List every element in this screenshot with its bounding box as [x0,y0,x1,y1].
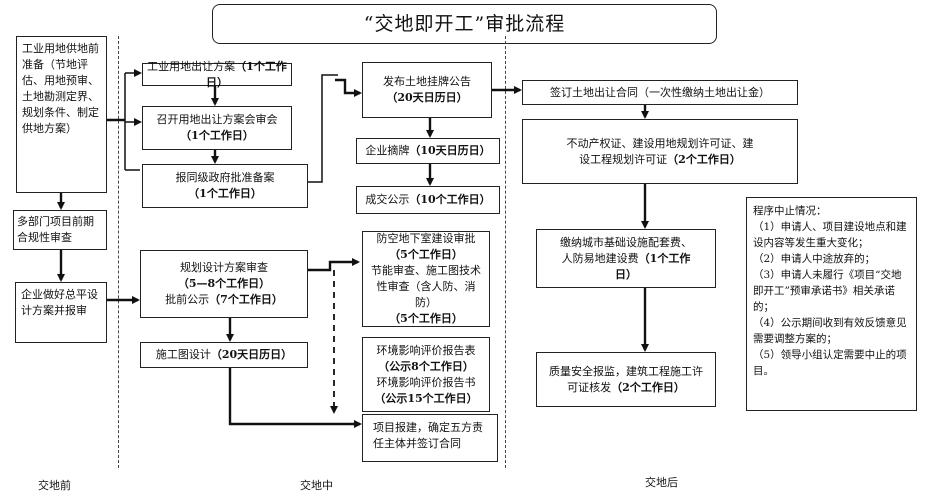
node-certificates-time: （2个工作日） [667,152,741,166]
node-environment-assessment: 环境影响评价报告表 （公示8个工作日） 环境影响评价报告书 （公示15个工作日） [362,337,490,412]
termination-note-item: （1）申请人、项目建设地点和建设内容等发生重大变化； [753,221,907,249]
arrow-planning-to-airdefense [308,258,360,272]
node-fees-text: 缴纳城市基础设施配套费、人防易地建设费 [560,235,692,265]
node-planning-review: 规划设计方案审查 （5—8个工作日） 批前公示（7个工作日） [140,250,308,318]
node-land-preparation-text: 工业用地供地前准备（节地评估、用地预审、土地勘测定界、规划条件、制定供地方案） [22,42,99,135]
node-env-report-book-time: （公示15个工作日） [374,391,478,405]
node-multi-dept-review-text: 多部门项目前期合规性审查 [17,215,94,244]
node-gov-approval: 报同级政府批准备案 （1个工作日） [142,164,308,208]
node-project-filing-text: 项目报建，确定五方责任主体并签订合同 [373,421,483,450]
node-pre-approval-publicity-time: （7个工作日） [209,293,283,306]
node-planning-review-text: 规划设计方案审查 [180,261,268,274]
node-bidding-time: （10天日历日） [409,144,491,157]
node-deal-publicity: 成交公示（10个工作日） [356,186,500,214]
node-listing-notice-text: 发布土地挂牌公告 [383,75,471,88]
termination-note-item: （5）领导小组认定需要中止的项目。 [753,349,907,377]
node-land-preparation: 工业用地供地前准备（节地评估、用地预审、土地勘测定界、规划条件、制定供地方案） [16,36,107,193]
phase-label-during: 交地中 [300,479,333,492]
phase-divider-1 [118,36,119,468]
node-gov-approval-text: 报同级政府批准备案 [175,171,275,184]
node-enterprise-design: 企业做好总平设计方案并报审 [15,282,107,343]
node-fees-time: （1个工作日） [615,251,691,281]
node-construction-drawing-text: 施工图设计 [155,348,211,361]
node-plan-review-meeting-time: （1个工作日） [180,129,254,142]
node-transfer-plan: 工业用地出让方案（1个工作日） [142,59,292,89]
node-listing-notice-time: （20天日历日） [386,91,468,104]
node-energy-review-time: （5个工作日） [389,312,463,325]
node-env-report-book-text: 环境影响评价报告书 [376,375,476,389]
node-construction-drawing: 施工图设计（20天日历日） [140,342,308,368]
phase-label-after: 交地后 [645,476,678,489]
node-pre-approval-publicity-text: 批前公示 [165,293,210,306]
node-air-defense-review: 防空地下室建设审批 （5个工作日） 节能审查、施工图技术性审查（含人防、消防） … [362,231,490,327]
diagram-title: “交地即开工”审批流程 [212,4,717,44]
node-sign-contract: 签订土地出让合同（一次性缴纳土地出让金） [522,80,798,105]
node-construction-drawing-time: （20天日历日） [210,348,293,361]
node-energy-review-text: 节能审查、施工图技术性审查（含人防、消防） [371,264,481,309]
node-quality-safety-text: 质量安全报监，建筑工程施工许可证核发 [549,364,703,394]
diagram-title-text: “交地即开工”审批流程 [363,13,566,35]
node-bidding: 企业摘牌（10天日历日） [356,138,500,164]
node-infrastructure-fees: 缴纳城市基础设施配套费、人防易地建设费（1个工作日） [536,229,716,288]
termination-note-item: （3）申请人未履行《项目“交地即开工”预审承诺书》相关承诺的； [753,269,902,313]
phase-label-before: 交地前 [38,479,71,492]
node-sign-contract-text: 签订土地出让合同（一次性缴纳土地出让金） [550,85,770,99]
node-deal-publicity-text: 成交公示 [365,193,410,206]
node-air-defense-time: （5个工作日） [389,248,463,261]
termination-notes-title: 程序中止情况： [753,205,827,217]
node-certificates: 不动产权证、建设用地规划许可证、建设工程规划许可证（2个工作日） [522,119,798,184]
node-project-filing: 项目报建，确定五方责任主体并签订合同 [362,414,498,462]
node-transfer-plan-text: 工业用地出让方案 [147,59,236,73]
node-plan-review-meeting-text: 召开用地出让方案会审会 [156,113,278,126]
node-env-report-form-time: （公示8个工作日） [378,359,474,373]
node-certificates-text: 不动产权证、建设用地规划许可证、建设工程规划许可证 [566,136,754,166]
node-multi-dept-review: 多部门项目前期合规性审查 [13,210,107,250]
node-enterprise-design-text: 企业做好总平设计方案并报审 [21,288,98,317]
node-deal-publicity-time: （10个工作日） [409,193,491,206]
phase-divider-2 [505,36,506,468]
node-quality-safety-time: （2个工作日） [611,380,685,394]
node-planning-review-time: （5—8个工作日） [177,277,271,290]
node-plan-review-meeting: 召开用地出让方案会审会 （1个工作日） [142,106,292,150]
arrow-approval-to-listing [335,78,362,97]
node-quality-safety: 质量安全报监，建筑工程施工许可证核发（2个工作日） [536,352,716,407]
node-transfer-plan-time: （1个工作日） [206,59,287,89]
termination-note-item: （2）申请人中途放弃的； [753,253,876,265]
arrow-drawing-to-filing [228,368,362,428]
node-listing-notice: 发布土地挂牌公告 （20天日历日） [362,62,492,118]
node-gov-approval-time: （1个工作日） [188,187,262,200]
termination-note-item: （4）公示期间收到有效反馈意见需要调整方案的； [753,317,907,345]
node-air-defense-text: 防空地下室建设审批 [376,232,476,245]
node-env-report-form-text: 环境影响评价报告表 [376,343,476,357]
termination-notes: 程序中止情况： （1）申请人、项目建设地点和建设内容等发生重大变化； （2）申请… [746,197,917,411]
node-bidding-text: 企业摘牌 [365,144,410,157]
